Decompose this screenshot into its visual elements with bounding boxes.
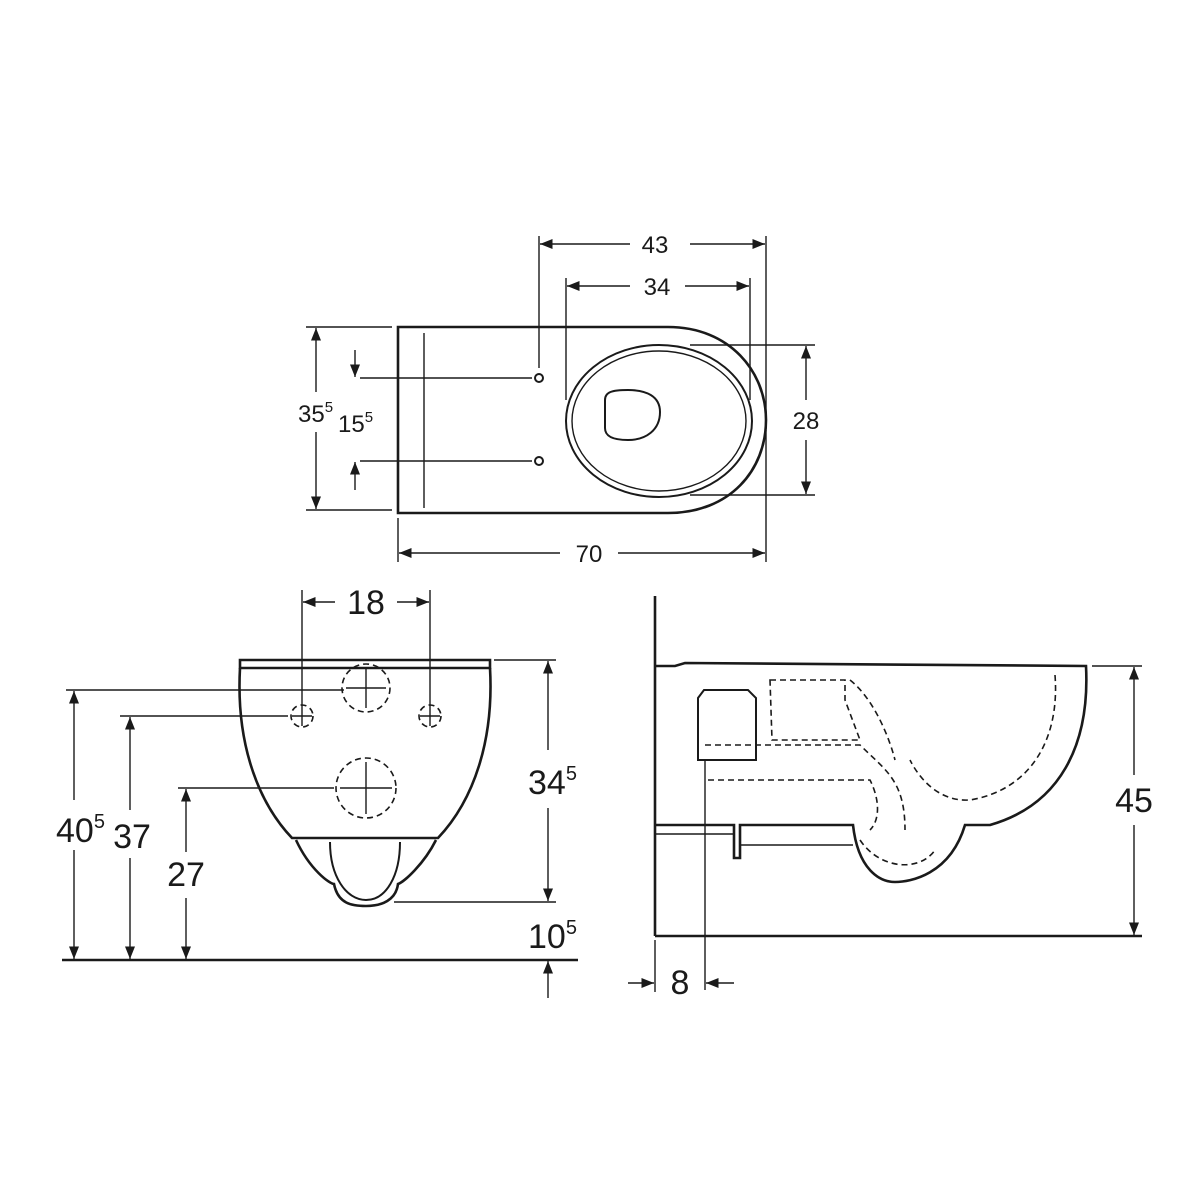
dim-28: 28 bbox=[793, 408, 820, 435]
dim-34-5: 345 bbox=[528, 763, 577, 802]
dim-35-5: 355 bbox=[298, 399, 333, 428]
dim-40-5: 405 bbox=[56, 811, 105, 850]
dim-10-5: 105 bbox=[528, 917, 577, 956]
top-view-drain bbox=[604, 388, 662, 442]
dim-43: 43 bbox=[642, 232, 669, 259]
dim-27: 27 bbox=[167, 856, 205, 894]
dim-18: 18 bbox=[347, 584, 385, 622]
top-view-bowl-inner bbox=[571, 350, 747, 492]
top-view-fixing-hole-upper bbox=[534, 373, 544, 383]
dim-8: 8 bbox=[671, 964, 690, 1002]
side-view-body bbox=[655, 661, 1088, 884]
dim-37: 37 bbox=[113, 818, 151, 856]
side-view-flush-connector bbox=[697, 689, 757, 761]
top-view-fixing-hole-lower bbox=[534, 456, 544, 466]
side-view-hidden-inlet bbox=[769, 679, 862, 741]
dim-15-5: 155 bbox=[338, 409, 373, 438]
front-view: 18 405 37 27 345 105 bbox=[56, 584, 578, 998]
front-view-water-inlet bbox=[341, 663, 391, 713]
front-view-waste-outlet bbox=[335, 757, 397, 819]
top-view-outline bbox=[396, 325, 768, 515]
top-view: 43 34 28 70 355 155 bbox=[298, 232, 819, 568]
side-view: 45 8 bbox=[628, 596, 1153, 1002]
top-view-bowl-rim bbox=[565, 344, 753, 498]
dim-45: 45 bbox=[1115, 782, 1153, 820]
front-view-foot bbox=[294, 839, 438, 908]
front-view-bowl bbox=[238, 667, 492, 840]
dim-70: 70 bbox=[576, 541, 603, 568]
dim-34: 34 bbox=[644, 274, 671, 301]
